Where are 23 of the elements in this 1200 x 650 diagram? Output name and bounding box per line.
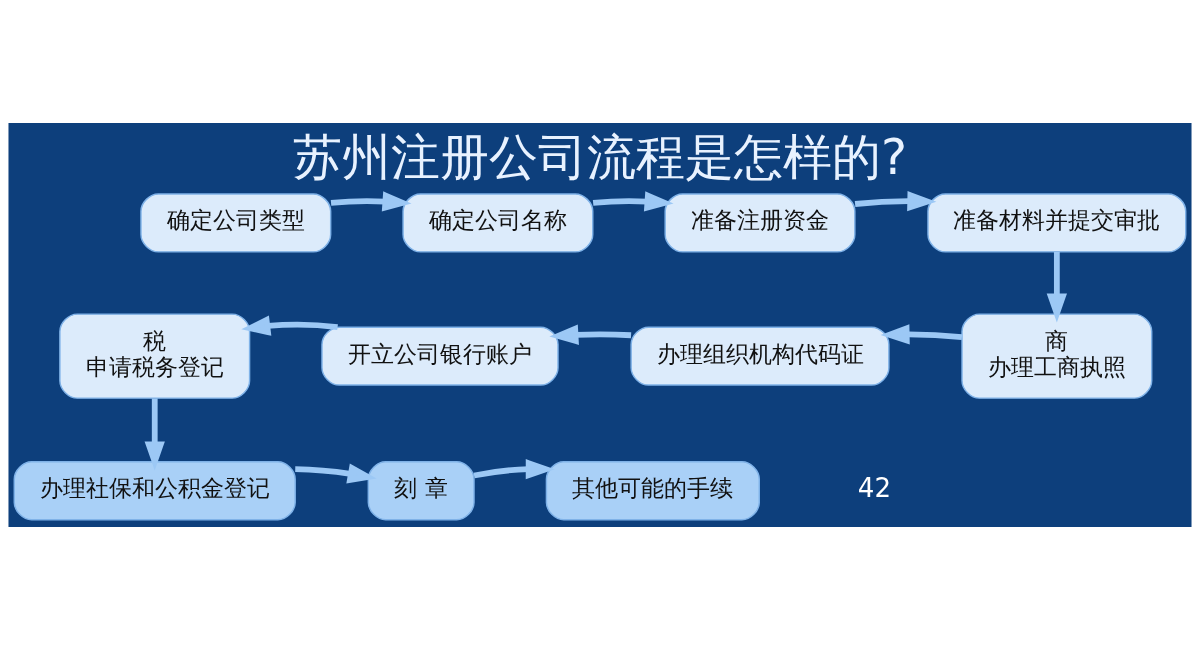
node-box: 确定公司名称 <box>402 193 594 253</box>
arrow <box>295 463 377 484</box>
node-box: 开立公司银行账户 <box>321 326 559 386</box>
arrow <box>549 324 632 345</box>
node-box: 准备注册资金 <box>664 193 856 253</box>
label: 42 <box>857 473 891 504</box>
node-box: 准备材料并提交审批 <box>927 193 1187 253</box>
diagram-title: 苏州注册公司流程是怎样的? <box>292 127 908 186</box>
arrow <box>473 459 555 480</box>
arrow <box>1046 252 1067 323</box>
node-box: 刻 章 <box>367 461 475 521</box>
node-box: 商 办理工商执照 <box>961 313 1153 399</box>
arrow <box>854 191 937 212</box>
node-box: 办理社保和公积金登记 <box>13 461 296 521</box>
node-box: 其他可能的手续 <box>545 461 760 521</box>
arrow <box>592 191 674 212</box>
node-box: 办理组织机构代码证 <box>630 326 890 386</box>
arrow <box>880 324 963 345</box>
arrow <box>241 315 338 336</box>
node-box: 确定公司类型 <box>140 193 332 253</box>
arrow <box>144 398 165 471</box>
node-box: 税 申请税务登记 <box>59 313 251 399</box>
arrow <box>330 191 412 212</box>
